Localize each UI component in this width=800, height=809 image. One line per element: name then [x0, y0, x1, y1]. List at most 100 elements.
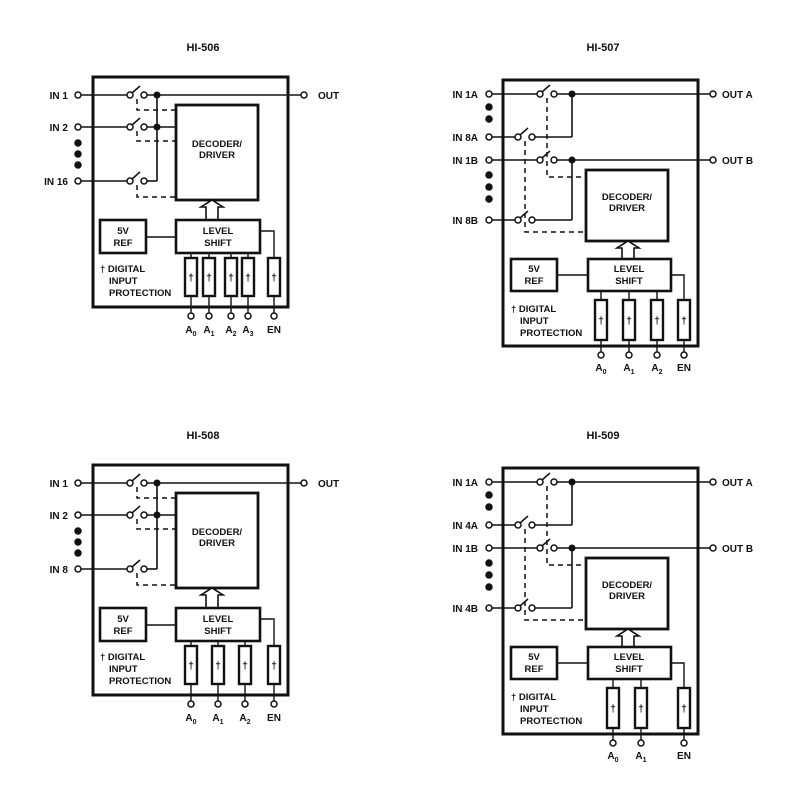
switch-contact — [140, 177, 148, 185]
ellipsis-dot — [485, 583, 493, 591]
ellipsis-dot — [485, 195, 493, 203]
pin-terminal — [270, 700, 278, 708]
switch-contact — [126, 91, 134, 99]
ellipsis-dot — [485, 559, 493, 567]
decoder-label: DRIVER — [199, 538, 235, 549]
junction-dot — [568, 156, 576, 164]
control-line — [136, 573, 176, 586]
input-label: IN 2 — [50, 123, 69, 134]
diagram-title: HI-508 — [186, 430, 219, 442]
junction-dot — [153, 91, 161, 99]
switch-contact — [536, 478, 544, 486]
switch-contact — [514, 521, 522, 529]
output-label: OUT B — [722, 156, 753, 167]
output-terminal — [709, 478, 717, 486]
up-arrow-icon — [198, 587, 226, 609]
enable-wire — [671, 274, 685, 300]
dagger-icon: † — [638, 704, 644, 715]
input-label: IN 2 — [50, 511, 69, 522]
switch-blade — [519, 210, 529, 219]
pin-label-subscript: 0 — [193, 331, 197, 338]
dagger-icon: † — [271, 661, 277, 672]
pin-label-base: EN — [677, 363, 691, 374]
input-terminal — [485, 156, 493, 164]
switch-contact — [536, 544, 544, 552]
protection-note: † DIGITAL — [511, 304, 556, 315]
input-terminal — [74, 565, 82, 573]
decoder-label: DRIVER — [609, 591, 645, 602]
decoder-label: DRIVER — [199, 150, 235, 161]
pin-label-base: A — [185, 325, 192, 336]
level-shift-block — [174, 218, 262, 255]
pin-label-base: EN — [267, 325, 281, 336]
protection-resistor: † — [240, 256, 256, 298]
protection-note: INPUT — [520, 704, 549, 715]
pin-label: A0 — [595, 363, 606, 376]
dagger-icon: † — [245, 273, 251, 284]
enable-wire — [671, 662, 685, 688]
pin-label-base: A — [203, 325, 210, 336]
protection-note: PROTECTION — [109, 288, 171, 299]
switch-blade — [131, 473, 141, 482]
pin-label-base: A — [635, 751, 642, 762]
input-terminal — [485, 90, 493, 98]
protection-resistor: † — [223, 256, 239, 298]
protection-resistor: † — [649, 298, 665, 342]
analog-switch — [126, 171, 148, 185]
input-label: IN 1B — [452, 544, 478, 555]
ellipsis-dot — [74, 139, 82, 147]
diagram-title: HI-509 — [586, 430, 619, 442]
protection-resistor: † — [266, 256, 282, 298]
protection-note: PROTECTION — [520, 328, 582, 339]
output-label: OUT B — [722, 544, 753, 555]
pin-terminal — [187, 700, 195, 708]
input-label: IN 1A — [452, 478, 478, 489]
switch-blade — [131, 85, 141, 94]
pin-label-base: A — [607, 751, 614, 762]
protection-resistor: † — [183, 644, 199, 686]
analog-switch — [126, 505, 148, 519]
switch-contact — [536, 90, 544, 98]
pin-label: EN — [677, 751, 691, 762]
switch-contact — [514, 216, 522, 224]
pin-label: A2 — [239, 713, 250, 726]
protection-resistor: † — [676, 686, 692, 730]
pin-terminal — [187, 312, 195, 320]
level-shift-label: SHIFT — [615, 276, 643, 287]
control-line — [136, 185, 176, 198]
dagger-icon: † — [610, 704, 616, 715]
junction-dot — [568, 544, 576, 552]
pin-label-base: EN — [677, 751, 691, 762]
switch-contact — [140, 565, 148, 573]
junction-dot — [153, 511, 161, 519]
junction-dot — [568, 90, 576, 98]
switch-contact — [126, 565, 134, 573]
decoder-driver-block — [174, 103, 260, 202]
pin-label-subscript: 2 — [233, 331, 237, 338]
input-label: IN 4B — [452, 604, 478, 615]
ellipsis-dot — [485, 571, 493, 579]
level-shift-block — [586, 257, 673, 293]
junction-dot — [153, 123, 161, 131]
input-label: IN 4A — [452, 521, 478, 532]
protection-note: INPUT — [109, 276, 138, 287]
pin-terminal — [241, 700, 249, 708]
decoder-driver-block — [584, 168, 670, 243]
dagger-icon: † — [215, 661, 221, 672]
analog-switch — [126, 85, 148, 99]
output-label: OUT A — [722, 478, 753, 489]
reference-label: 5V — [117, 226, 129, 237]
dagger-icon: † — [271, 273, 277, 284]
switch-contact — [140, 91, 148, 99]
dagger-icon: † — [681, 704, 687, 715]
pin-label: A1 — [212, 713, 223, 726]
pin-terminal — [244, 312, 252, 320]
switch-blade — [541, 84, 551, 93]
level-shift-label: LEVEL — [614, 652, 645, 663]
pin-label-base: A — [595, 363, 602, 374]
dagger-icon: † — [188, 273, 194, 284]
output-terminal — [300, 91, 308, 99]
pin-label-subscript: 1 — [211, 331, 215, 338]
reference-label: REF — [525, 664, 544, 675]
diagram-title: HI-507 — [586, 42, 619, 54]
